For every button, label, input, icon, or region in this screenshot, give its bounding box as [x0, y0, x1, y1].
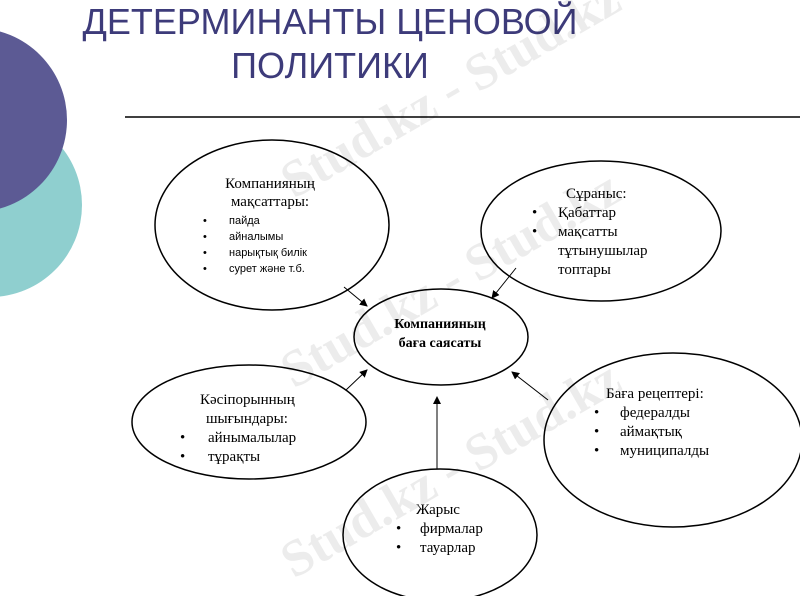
demand-head: Сұраныс: [566, 186, 627, 202]
goals-ellipse [154, 139, 390, 311]
costs-block: Кәсіпорынның шығындары: •айнымалылар •тұ… [170, 391, 320, 467]
goals-heading: Компанияның мақсаттары: [200, 175, 340, 211]
costs-head1: Кәсіпорынның [200, 392, 295, 408]
center-ellipse [353, 288, 529, 386]
arrow-regulators [511, 371, 549, 401]
list-item: фирмалар [420, 521, 483, 537]
center-line2: баға саясаты [398, 336, 482, 351]
list-item: пайда [229, 215, 260, 227]
goals-head2: мақсаттары: [230, 194, 310, 210]
arrow-demand [491, 267, 517, 299]
decor-purple-circle [0, 31, 67, 209]
competition-head: Жарыс [416, 502, 460, 518]
list-item: айнымалылар [208, 430, 297, 446]
list-item: тауарлар [420, 540, 476, 556]
costs-ellipse [131, 364, 367, 480]
center-line1: Компанияның [394, 317, 486, 332]
competition-block: Жарыс •фирмалар •тауарлар [394, 501, 514, 558]
competition-ellipse [342, 468, 538, 596]
arrow-costs [345, 369, 368, 391]
list-item: сурет және т.б. [229, 263, 305, 275]
list-item: муниципалды [620, 443, 710, 459]
costs-head2: шығындары: [206, 411, 288, 427]
list-item: Қабаттар [558, 205, 617, 221]
demand-block: Сұраныс: •Қабаттар •мақсатты тұтынушылар… [530, 185, 670, 280]
list-item: тұтынушылар [558, 243, 648, 259]
list-item: тұрақты [208, 449, 261, 465]
demand-ellipse [480, 160, 722, 302]
center-label: Компанияның баға саясаты [370, 315, 510, 353]
regulators-head: Баға рецептері: [606, 386, 704, 402]
list-item: аймақтық [620, 424, 682, 440]
goals-head1: Компанияның [225, 176, 315, 192]
list-item: топтары [558, 262, 611, 278]
page-title: ДЕТЕРМИНАНТЫ ЦЕНОВОЙ ПОЛИТИКИ [82, 1, 578, 86]
list-item: мақсатты [558, 224, 618, 240]
list-item: федералды [620, 405, 690, 421]
goals-list: •пайда •айналымы •нарықтық билік •сурет … [203, 215, 307, 275]
list-item: нарықтық билік [229, 247, 307, 259]
regulators-block: Баға рецептері: •федералды •аймақтық •му… [592, 385, 772, 461]
regulators-ellipse [543, 352, 800, 528]
list-item: айналымы [229, 231, 284, 243]
arrow-goals [343, 286, 368, 307]
